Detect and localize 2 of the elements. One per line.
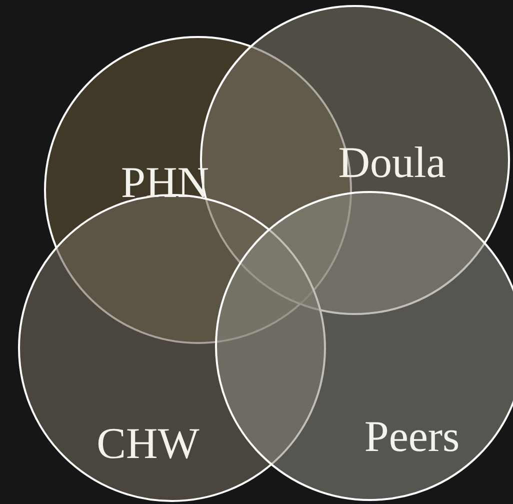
circle-label: Peers bbox=[364, 415, 460, 459]
circle-label: CHW bbox=[96, 422, 200, 466]
